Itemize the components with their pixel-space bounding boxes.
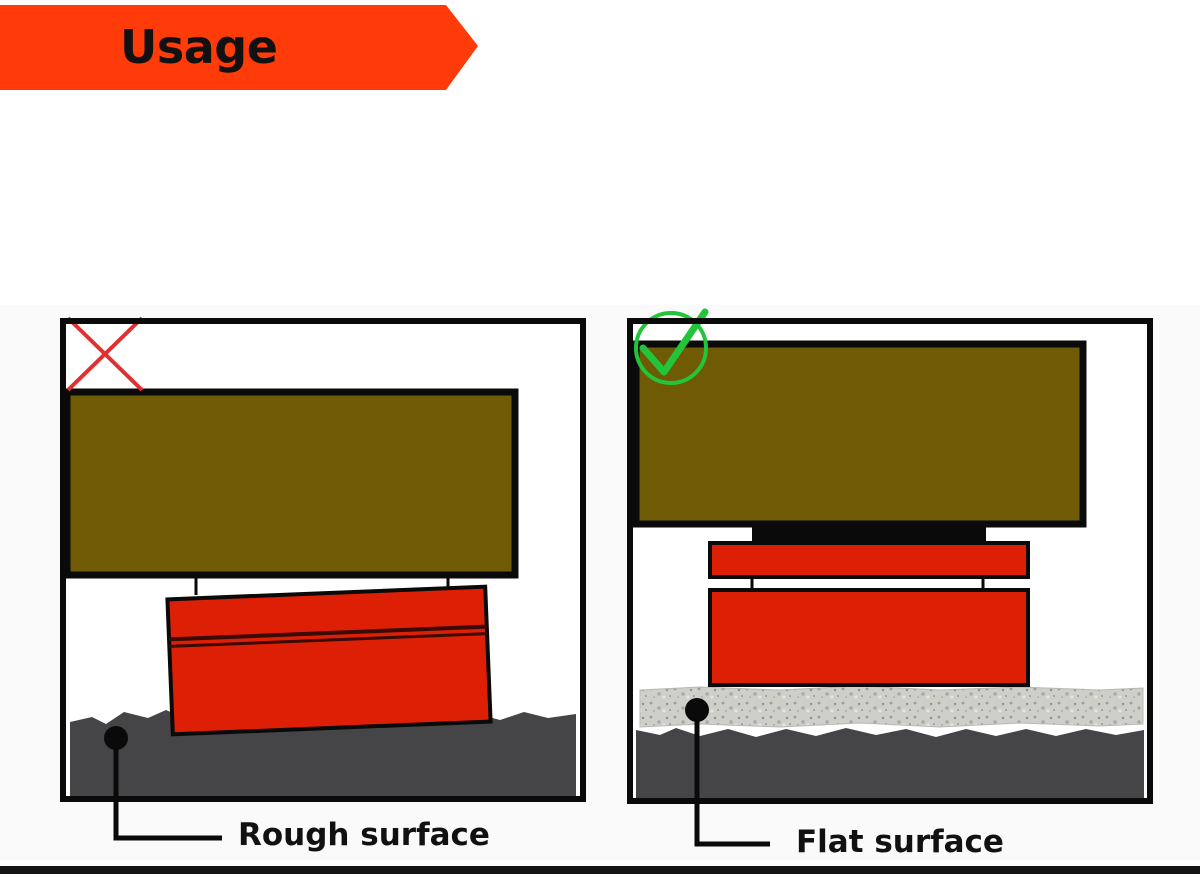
callout-line-left [113,738,222,841]
bottom-rule [0,866,1200,874]
green-check-icon [634,308,709,385]
load-block-right [632,340,1087,528]
jack-pad-top [708,541,1030,579]
flat-plate [639,685,1144,728]
page-title: Usage [120,20,278,74]
panel-flat-surface [627,308,1153,847]
rough-surface-caption: Rough surface [238,817,490,853]
load-block-left [63,388,519,579]
jack-pad-base [708,588,1030,687]
jack-pad-tilted [165,584,493,737]
panel-rough-surface [60,316,586,841]
red-cross-icon [66,316,144,392]
callout-line-right [694,710,770,847]
flat-surface-caption: Flat surface [796,824,1004,860]
usage-banner [0,5,478,90]
ground-under-plate [636,728,1144,798]
